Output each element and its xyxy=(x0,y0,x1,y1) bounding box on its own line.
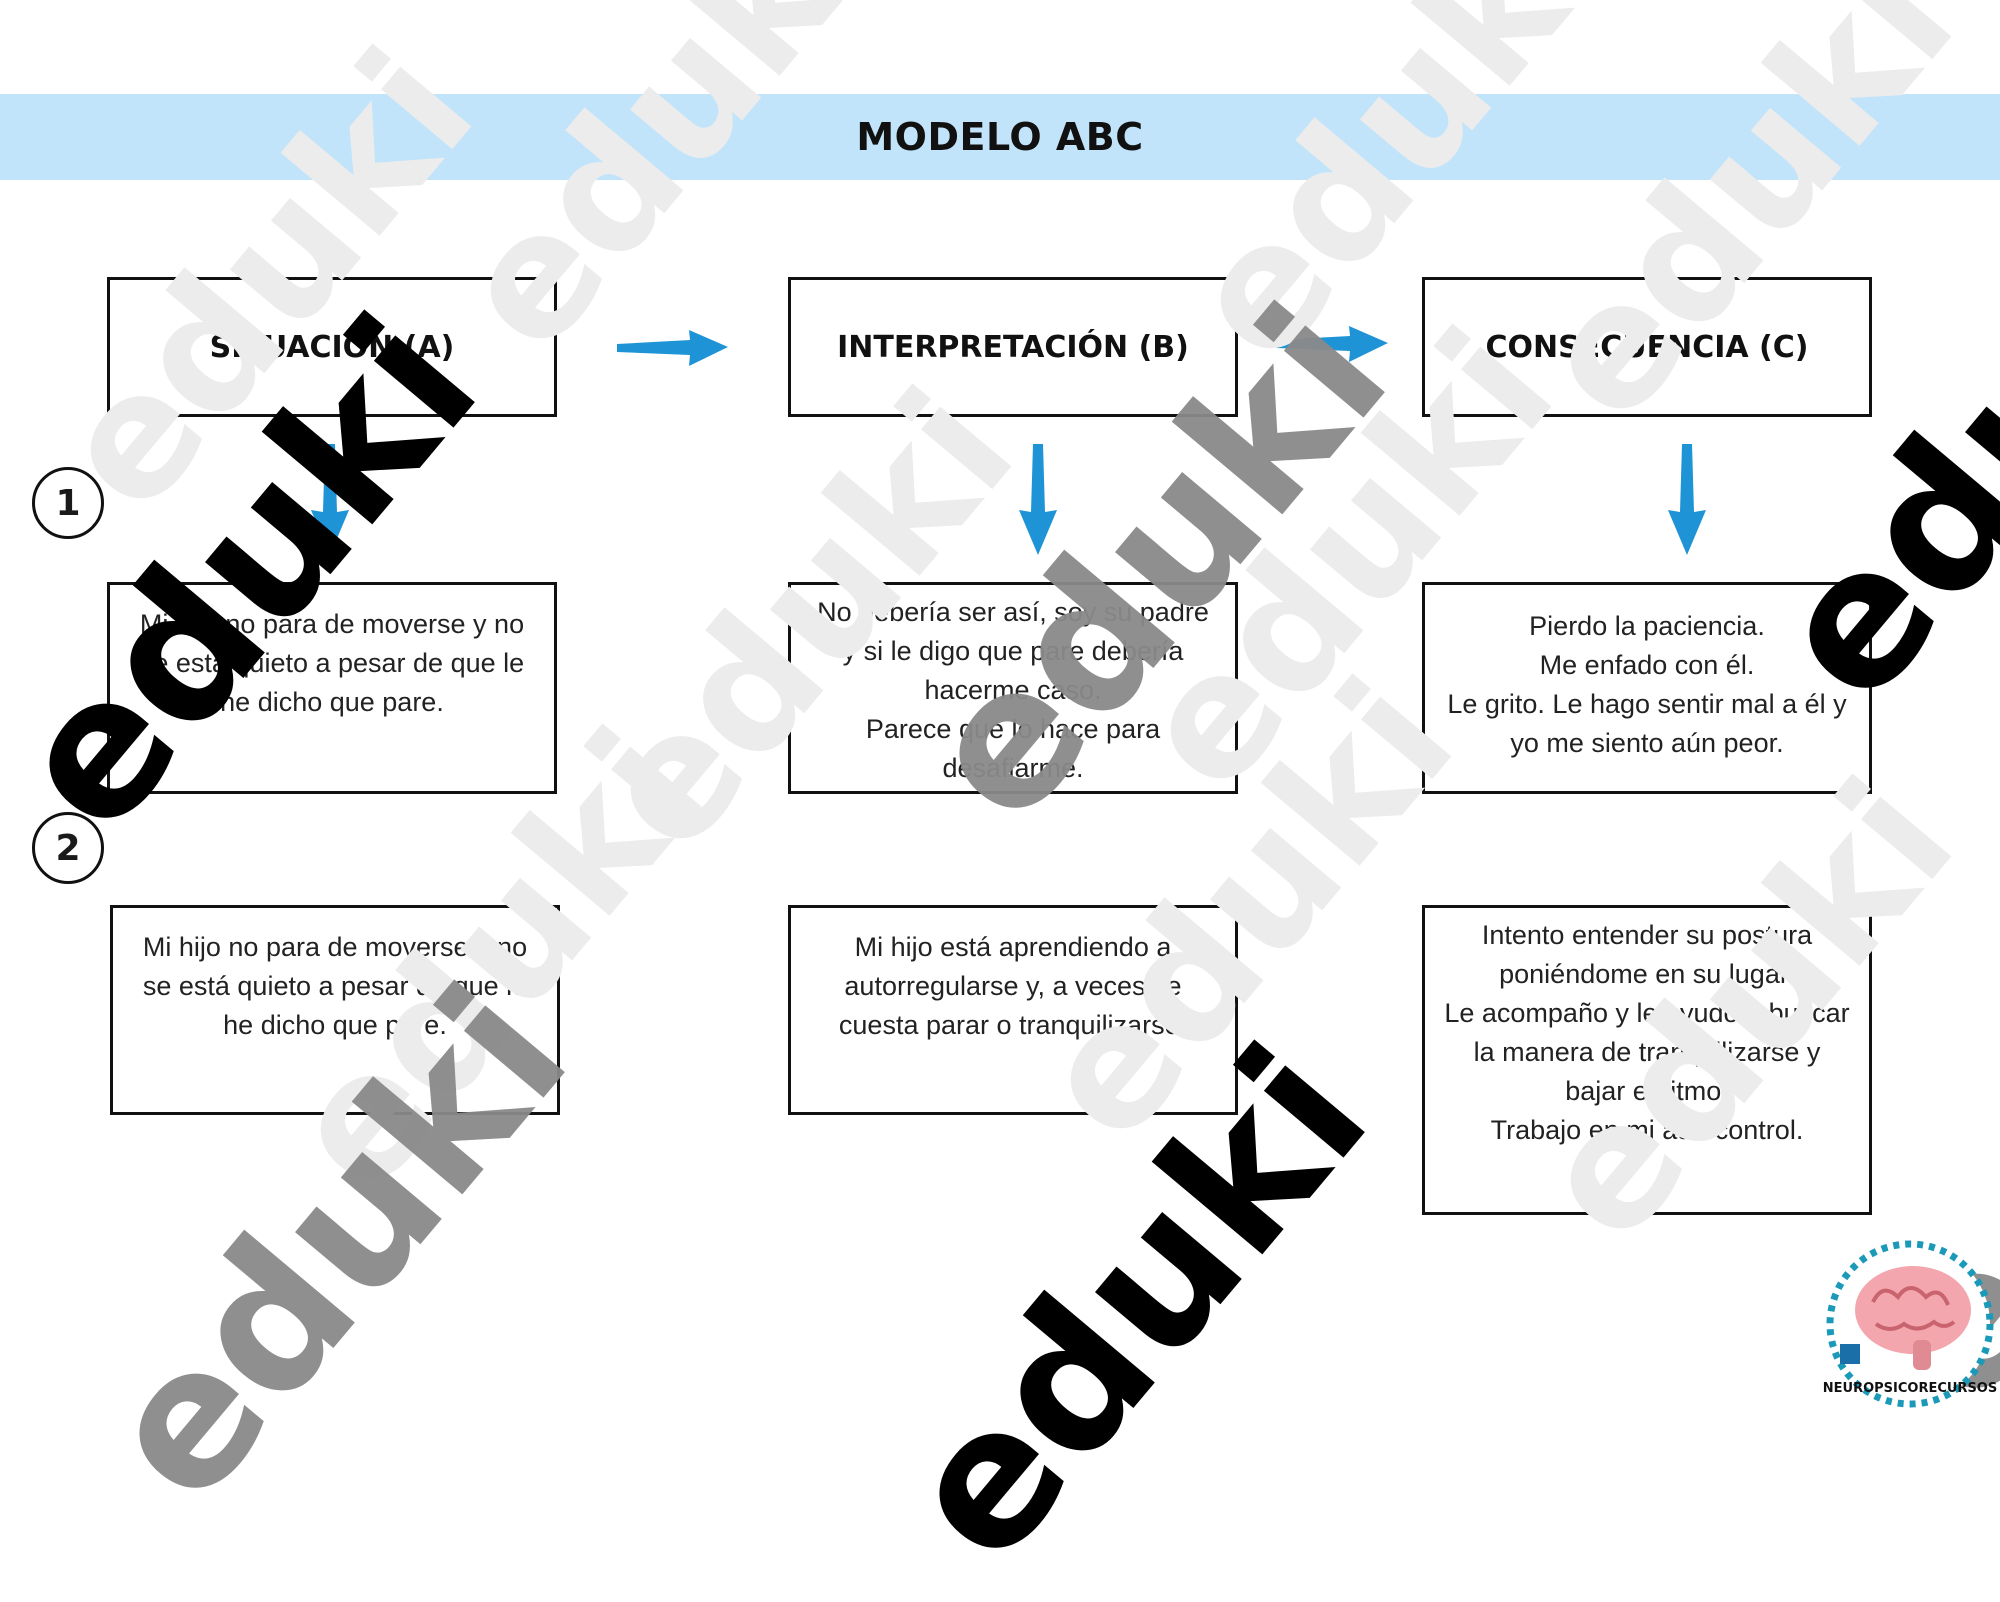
step-number-2: 2 xyxy=(32,812,104,884)
header-situacion: SITUACIÓN (A) xyxy=(107,277,557,417)
header-interpretacion: INTERPRETACIÓN (B) xyxy=(788,277,1238,417)
step-number-1: 1 xyxy=(32,467,104,539)
title-band xyxy=(0,94,2000,180)
header-situacion-label: SITUACIÓN (A) xyxy=(209,329,455,365)
header-consecuencia-label: CONSECUENCIA (C) xyxy=(1485,329,1809,365)
header-interpretacion-label: INTERPRETACIÓN (B) xyxy=(837,329,1189,365)
neuropsicorecursos-logo: NEUROPSICORECURSOS xyxy=(1823,1240,1997,1408)
arrow-down-icon xyxy=(311,444,349,555)
step-1-situation: Mi hijo no para de moverse y no se está … xyxy=(107,582,557,794)
arrow-right-icon xyxy=(617,330,728,366)
step-2-situation: Mi hijo no para de moverse y no se está … xyxy=(110,905,560,1115)
arrow-right-icon xyxy=(1277,326,1388,362)
step-1-consequence: Pierdo la paciencia. Me enfado con él. L… xyxy=(1422,582,1872,794)
step-2-consequence: Intento entender su postura poniéndome e… xyxy=(1422,905,1872,1215)
arrow-down-icon xyxy=(1019,444,1057,555)
header-consecuencia: CONSECUENCIA (C) xyxy=(1422,277,1872,417)
page-title: MODELO ABC xyxy=(856,115,1144,159)
step-1-interpretation: No debería ser así, soy su padre y si le… xyxy=(788,582,1238,794)
arrow-down-icon xyxy=(1668,444,1706,555)
step-2-interpretation: Mi hijo está aprendiendo a autorregulars… xyxy=(788,905,1238,1115)
logo-text: NEUROPSICORECURSOS xyxy=(1823,1381,1997,1396)
